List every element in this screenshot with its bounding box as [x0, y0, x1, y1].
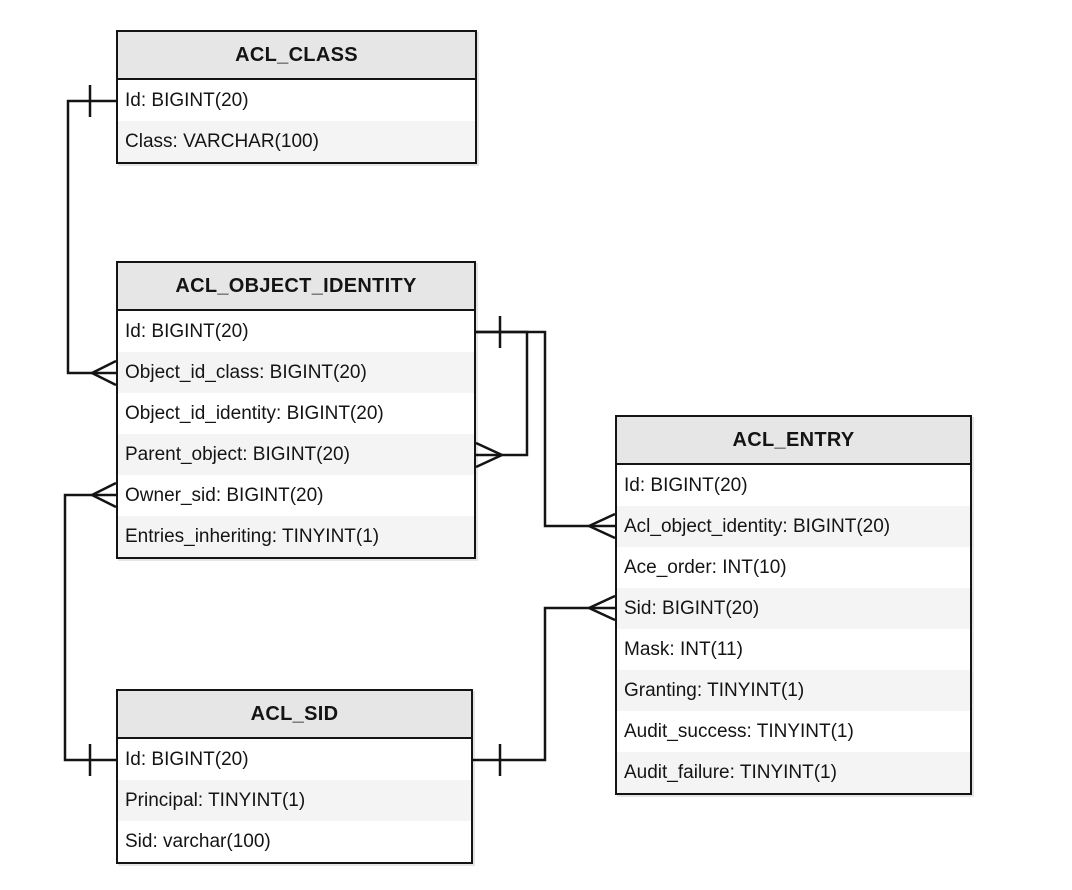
field-row: Audit_failure: TINYINT(1) [617, 752, 970, 793]
relationship-acl-object-identity-to-acl-entry [476, 330, 616, 540]
relationship-acl-sid-to-acl-object-identity [63, 481, 117, 776]
relationship-acl-object-identity-self [475, 316, 529, 469]
entity-acl-class: ACL_CLASS Id: BIGINT(20) Class: VARCHAR(… [116, 30, 477, 164]
field-row: Id: BIGINT(20) [118, 311, 474, 352]
field-row: Granting: TINYINT(1) [617, 670, 970, 711]
field-row: Id: BIGINT(20) [617, 465, 970, 506]
field-row: Id: BIGINT(20) [118, 80, 475, 121]
field-row: Sid: varchar(100) [118, 821, 471, 862]
crow-foot-many [588, 512, 616, 540]
entity-title: ACL_ENTRY [617, 417, 970, 465]
field-row: Audit_success: TINYINT(1) [617, 711, 970, 752]
field-row: Class: VARCHAR(100) [118, 121, 475, 162]
field-row: Mask: INT(11) [617, 629, 970, 670]
field-row: Entries_inheriting: TINYINT(1) [118, 516, 474, 557]
entity-title: ACL_CLASS [118, 32, 475, 80]
crow-foot-many [588, 594, 616, 622]
field-row: Object_id_identity: BIGINT(20) [118, 393, 474, 434]
entity-title: ACL_OBJECT_IDENTITY [118, 263, 474, 311]
crow-foot-many [475, 441, 503, 469]
field-row: Ace_order: INT(10) [617, 547, 970, 588]
field-row: Owner_sid: BIGINT(20) [118, 475, 474, 516]
field-row: Principal: TINYINT(1) [118, 780, 471, 821]
crow-foot-many [91, 481, 117, 509]
entity-acl-sid: ACL_SID Id: BIGINT(20) Principal: TINYIN… [116, 689, 473, 864]
relationship-acl-class-to-acl-object-identity [66, 85, 117, 387]
field-row: Acl_object_identity: BIGINT(20) [617, 506, 970, 547]
field-row: Object_id_class: BIGINT(20) [118, 352, 474, 393]
relationship-acl-sid-to-acl-entry [473, 594, 616, 776]
field-row: Parent_object: BIGINT(20) [118, 434, 474, 475]
crow-foot-many [91, 359, 117, 387]
field-row: Sid: BIGINT(20) [617, 588, 970, 629]
entity-title: ACL_SID [118, 691, 471, 739]
entity-acl-object-identity: ACL_OBJECT_IDENTITY Id: BIGINT(20) Objec… [116, 261, 476, 559]
entity-acl-entry: ACL_ENTRY Id: BIGINT(20) Acl_object_iden… [615, 415, 972, 795]
field-row: Id: BIGINT(20) [118, 739, 471, 780]
